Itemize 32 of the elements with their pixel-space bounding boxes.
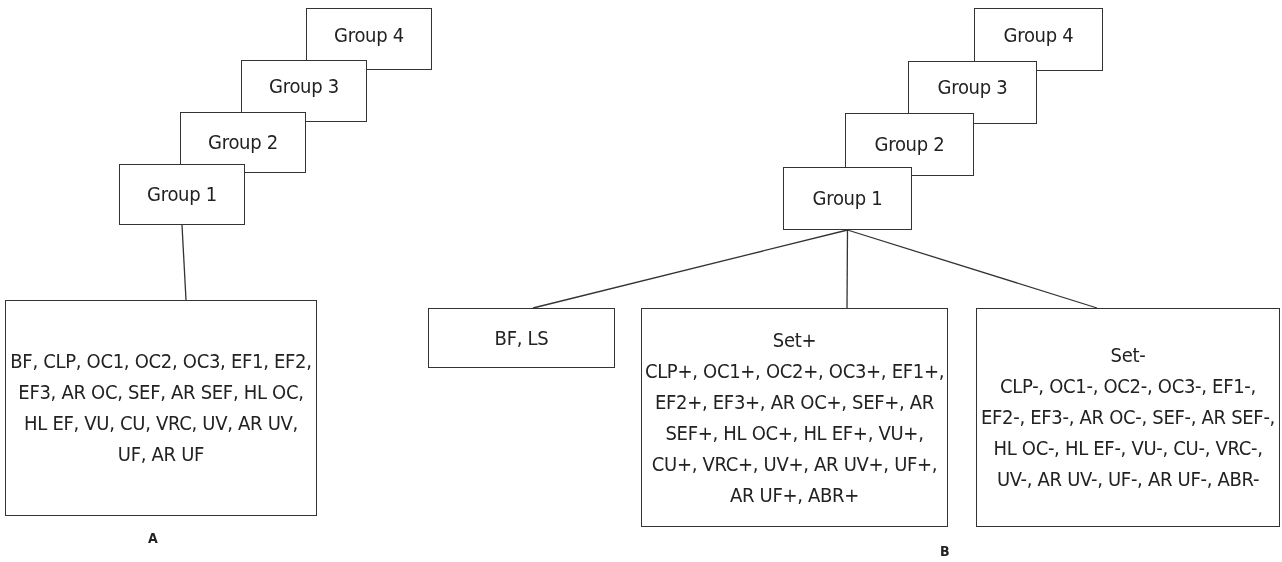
box-text: BF, LS	[494, 324, 549, 352]
box-text: Group 3	[269, 73, 339, 100]
process-box	[5, 300, 317, 516]
box-text: Group 4	[1003, 21, 1074, 49]
box-text: Group 1	[147, 181, 217, 208]
process-box	[306, 8, 432, 61]
panel-label: B	[940, 543, 950, 559]
box-text: Group 4	[334, 21, 404, 49]
process-box	[241, 60, 367, 112]
box-text: Group 2	[208, 129, 278, 156]
panel-label: A	[148, 530, 158, 546]
process-box	[641, 308, 948, 527]
process-box	[180, 112, 306, 173]
box-heading: Set-	[1110, 342, 1146, 369]
process-box	[976, 308, 1280, 527]
connector-line	[846, 229, 1098, 309]
box-text: CLP-, OC1-, OC2-, OC3-, EF1-, EF2-, EF3-, AR OC-, SEF-, AR SEF-, HL OC-, HL EF-, VU-, CU-, VRC-, UV-, AR UV-, UF-, AR UF-, ABR-	[979, 373, 1277, 493]
process-box	[119, 164, 245, 225]
process-box	[783, 167, 912, 230]
connector-line	[532, 229, 849, 309]
box-text: Group 3	[937, 74, 1008, 101]
connector-line	[181, 224, 187, 301]
box-text: CLP+, OC1+, OC2+, OC3+, EF1+, EF2+, EF3+, AR OC+, SEF+, AR SEF+, HL OC+, HL EF+, VU+, CU+, VRC+, UV+, AR UV+, UF+, AR UF+, ABR+	[644, 357, 945, 509]
box-text: Group 2	[874, 131, 945, 158]
box-text: Group 1	[812, 185, 883, 212]
box-text: BF, CLP, OC1, OC2, OC3, EF1, EF2, EF3, AR OC, SEF, AR SEF, HL OC, HL EF, VU, CU, VRC, UV, AR UV, UF, AR UF	[9, 348, 313, 468]
process-box	[908, 61, 1037, 113]
process-box	[845, 113, 974, 176]
box-heading: Set+	[772, 326, 817, 354]
process-box	[428, 308, 615, 368]
process-box	[974, 8, 1103, 61]
connector-line	[846, 229, 849, 309]
